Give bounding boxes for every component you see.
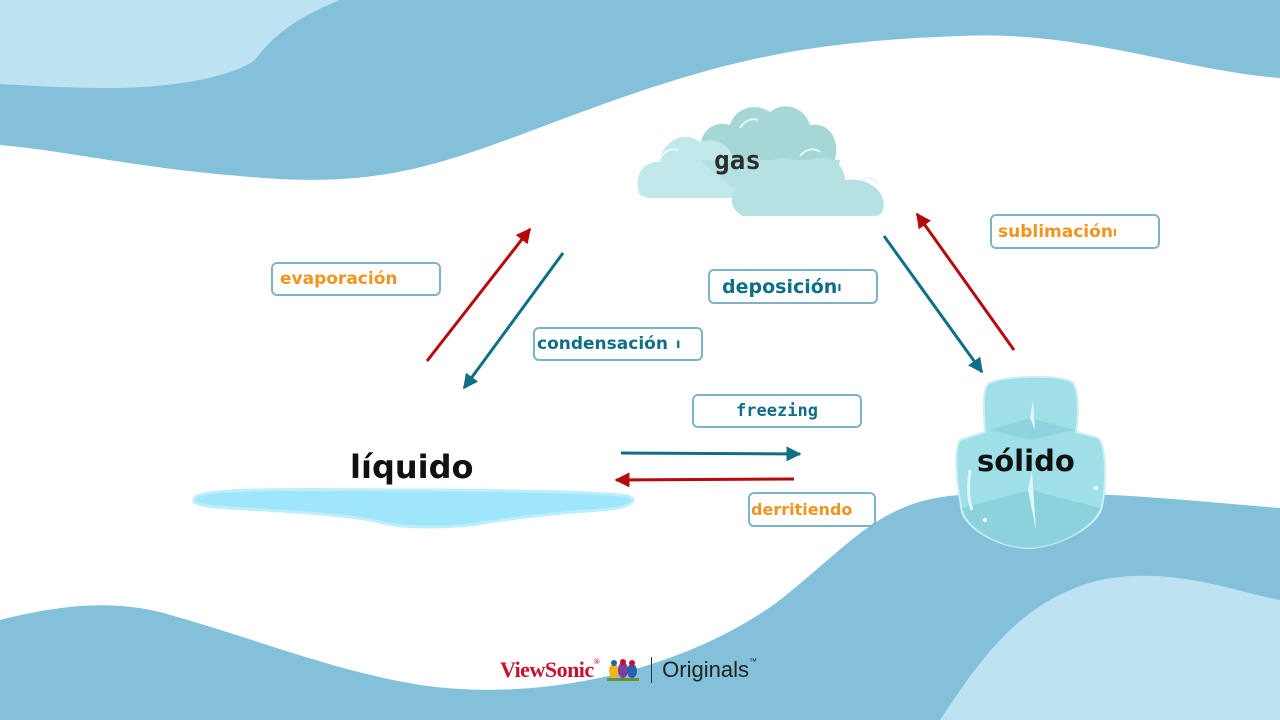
birds-logo-icon [607, 659, 640, 681]
arrow-evaporation [425, 227, 532, 362]
arrow-freezing [620, 446, 802, 462]
bottom-wave-dark [0, 492, 1280, 720]
label-deposition-text: deposición [722, 275, 838, 298]
top-wave-light [0, 0, 340, 88]
top-wave-dark [0, 0, 1280, 180]
arrow-condensation [462, 252, 565, 390]
label-deposition-mark: ı [837, 279, 842, 294]
label-evaporation: evaporación [271, 262, 441, 296]
logo-divider [651, 657, 653, 683]
liquid-puddle-icon [192, 487, 635, 529]
brand-name: ViewSonic® [500, 657, 600, 682]
label-sublimation-text: sublimación [998, 221, 1113, 242]
arrow-deposition [882, 235, 984, 374]
product-name: Originals™ [662, 657, 757, 682]
state-label-liquid: líquido [350, 448, 474, 486]
arrow-sublimation [915, 212, 1016, 351]
bottom-wave-light [940, 575, 1280, 720]
label-sublimation: sublimación ı [990, 214, 1160, 249]
state-label-solid: sólido [977, 444, 1075, 478]
state-label-gas: gas [714, 146, 761, 176]
label-evaporation-text: evaporación [280, 269, 398, 289]
label-sublimation-mark: ı [1112, 224, 1118, 239]
label-condensation-text: condensación [537, 334, 668, 354]
label-melting-text: derritiendo [751, 500, 853, 519]
label-melting: derritiendo [748, 492, 876, 527]
label-condensation-mark: ı [675, 336, 681, 352]
arrow-melting [614, 472, 795, 488]
label-freezing-text: freezing [736, 401, 818, 421]
label-deposition: deposición ı [708, 269, 878, 304]
label-condensation: condensación ı [533, 327, 703, 361]
label-freezing: freezing [692, 394, 862, 428]
ice-cube-icon [955, 375, 1106, 550]
viewsonic-originals-logo: ViewSonic® Originals™ [500, 655, 757, 685]
gas-cloud-icon [637, 106, 884, 216]
